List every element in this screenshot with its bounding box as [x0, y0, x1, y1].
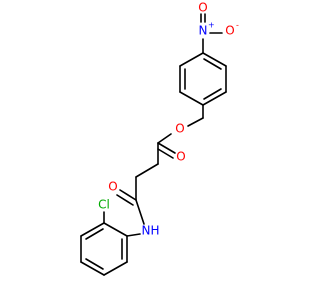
bond-ring1-inner-b	[203, 88, 222, 100]
atom-o-top: O	[198, 1, 207, 15]
molecule-structure: O N + O - O O O N H Cl	[80, 1, 239, 276]
bond-amide-c-n	[135, 199, 145, 225]
bond-ring2-e	[103, 261, 128, 276]
atom-n-amide: N	[142, 224, 151, 238]
bond-ring2-inner-b	[85, 258, 104, 270]
charge-o-minus: -	[236, 21, 239, 30]
bond-chain-a	[135, 163, 159, 178]
atom-o-amide: O	[108, 180, 117, 194]
atom-o-ester-carbonyl: O	[176, 150, 185, 164]
bond-amide-n-ring	[126, 233, 141, 237]
atom-o-right: O	[225, 24, 234, 38]
bond-amide-carbonyl-1	[119, 189, 137, 201]
bond-ring1-f	[179, 52, 204, 67]
bond-ring2-inner-a	[85, 228, 104, 240]
charge-n-plus: +	[208, 21, 215, 30]
bond-amide-carbonyl-2	[116, 194, 134, 206]
bond-ester-carbonyl-1	[157, 142, 176, 154]
bond-ester-carbonyl-2	[157, 148, 174, 159]
atom-o-ester: O	[175, 122, 184, 136]
bond-ring1-inner-a	[203, 58, 222, 70]
bond-ring1-c	[202, 91, 227, 106]
atom-cl: Cl	[98, 198, 110, 212]
bond-ring2-a	[103, 222, 128, 237]
atom-h-amide: H	[150, 224, 159, 238]
atom-n-nitro: N	[199, 24, 208, 38]
atom-labels: O N + O - O O O N H Cl	[98, 1, 239, 238]
bonds	[80, 13, 227, 276]
bond-ch2-ester-o	[187, 117, 204, 127]
bond-ring1-a	[202, 52, 227, 67]
bond-ring2-d	[80, 261, 105, 276]
bond-ester-o-c	[157, 133, 172, 144]
bond-ring1-d	[179, 91, 204, 106]
bond-ring2-b	[80, 222, 105, 237]
